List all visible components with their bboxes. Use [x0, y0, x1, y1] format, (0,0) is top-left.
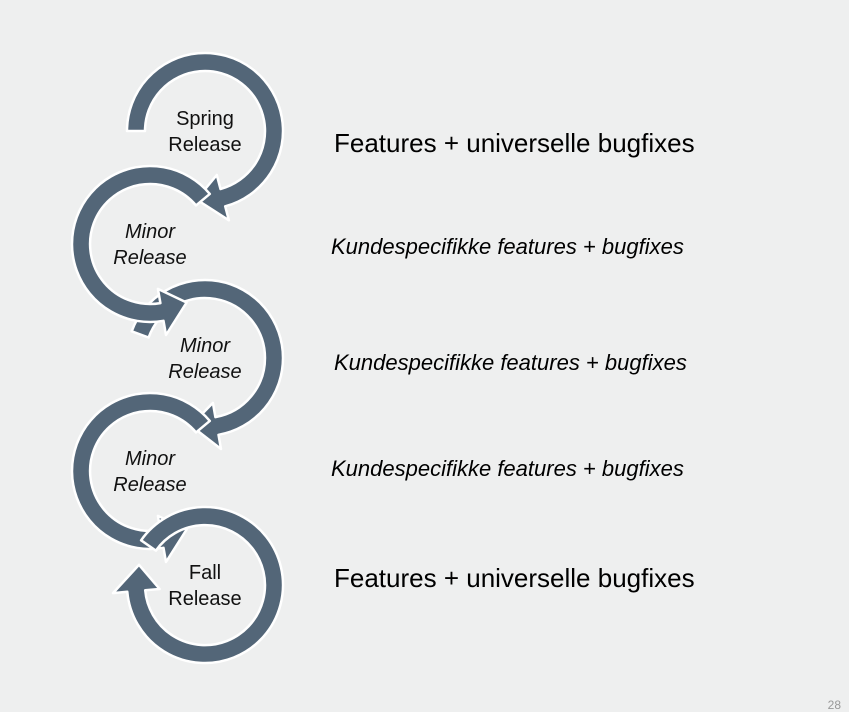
- stage-description-minor-2: Kundespecifikke features + bugfixes: [334, 350, 687, 375]
- arrow-ring-minor-2: [130, 278, 285, 451]
- stage-description-minor-1: Kundespecifikke features + bugfixes: [331, 234, 684, 259]
- arrow-ring-minor-3: [70, 391, 212, 564]
- arrow-ring-minor-1: [70, 164, 212, 337]
- arrow-ring-fall: [111, 505, 285, 665]
- stage-description-spring: Features + universelle bugfixes: [334, 128, 695, 158]
- arrow-ring-spring: [125, 51, 285, 222]
- page-number: 28: [827, 698, 841, 712]
- stage-description-minor-3: Kundespecifikke features + bugfixes: [331, 456, 684, 481]
- stage-description-fall: Features + universelle bugfixes: [334, 563, 695, 593]
